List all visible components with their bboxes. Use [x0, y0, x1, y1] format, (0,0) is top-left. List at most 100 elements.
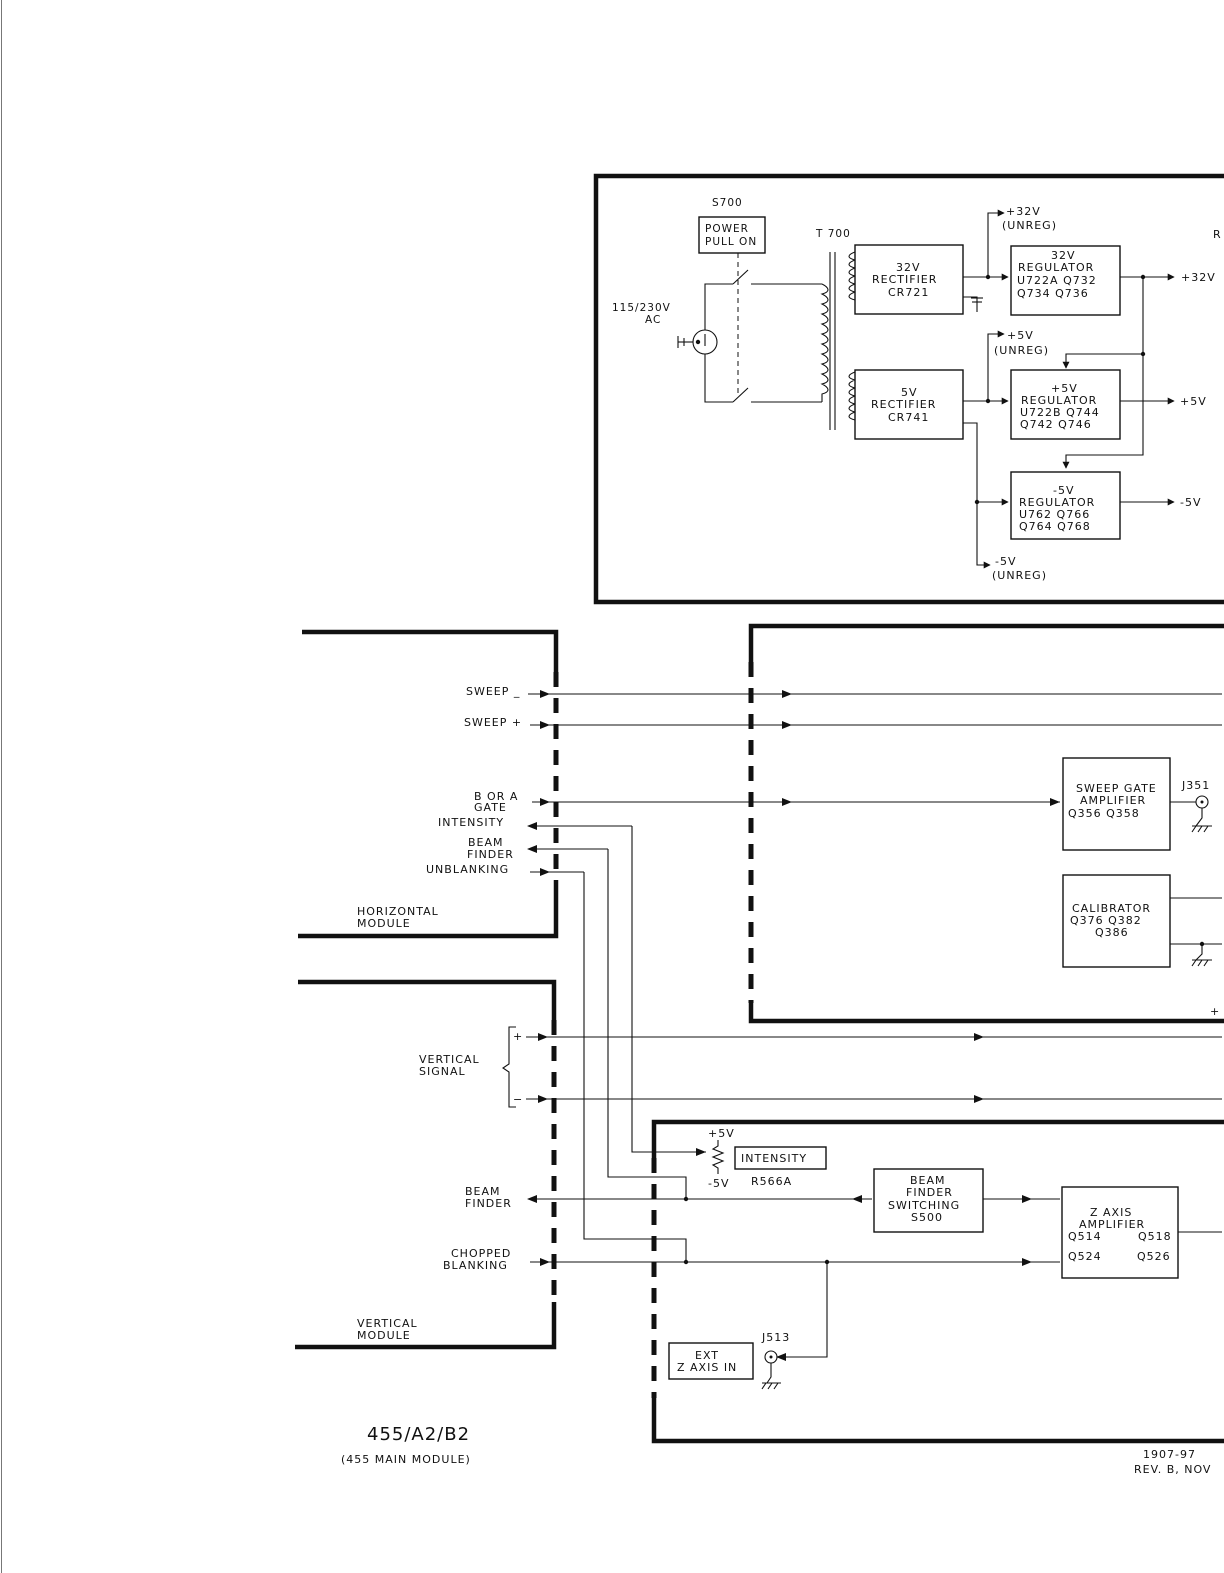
s700-label: S700: [712, 197, 743, 209]
pull-on-label: PULL ON: [705, 236, 757, 248]
unreg5p-note: (UNREG): [994, 344, 1049, 357]
edge-r-label: R: [1213, 228, 1222, 241]
ext-z-axis-in-box: [668, 1342, 754, 1380]
reg5n-voltage: -5V: [1053, 484, 1075, 497]
vertical-module-label-1: VERTICAL: [357, 1317, 418, 1330]
rect32-voltage: 32V: [896, 261, 921, 274]
bfs-label-3: SWITCHING: [888, 1199, 960, 1212]
zaa-label-1: Z AXIS: [1090, 1206, 1132, 1219]
r566a-label: R566A: [751, 1175, 792, 1188]
blanking-label: BLANKING: [443, 1259, 508, 1272]
beam-finder-switching-box: [873, 1168, 984, 1233]
module-note: (455 MAIN MODULE): [341, 1453, 471, 1466]
beam-finder-h-label-1: BEAM: [468, 836, 504, 849]
zaa-part-4: Q526: [1137, 1250, 1171, 1263]
drawing-number: 1907-97: [1143, 1448, 1196, 1461]
minus5-label: -5V: [708, 1177, 730, 1190]
j513-label: J513: [761, 1331, 790, 1344]
revision-label: REV. B, NOV: [1134, 1463, 1211, 1476]
beam-finder-v-label-2: FINDER: [465, 1197, 512, 1210]
sga-label-3: Q356 Q358: [1068, 807, 1140, 820]
reg5p-parts-a: U722B Q744: [1020, 406, 1100, 419]
unreg5n-note: (UNREG): [992, 569, 1047, 582]
intensity-control-label: INTENSITY: [741, 1152, 807, 1165]
transformer-secondary-5v: [848, 371, 857, 421]
zaa-part-1: Q514: [1068, 1230, 1102, 1243]
plus5-label: +5V: [708, 1127, 735, 1140]
sweep-gate-amplifier-box: [1062, 757, 1171, 851]
out5n-label: -5V: [1180, 496, 1202, 509]
ext-label: EXT: [695, 1349, 719, 1362]
potentiometer-icon: [711, 1140, 725, 1174]
horizontal-section: SWEEP _ SWEEP + B OR A GATE SWEEP GATE A…: [298, 623, 1224, 1024]
sweep-minus-label: SWEEP _: [466, 685, 520, 698]
out5p-label: +5V: [1180, 395, 1207, 408]
unreg5n-label: -5V: [995, 555, 1017, 568]
zaa-part-2: Q518: [1138, 1230, 1172, 1243]
zaa-label-2: AMPLIFIER: [1079, 1218, 1145, 1231]
transformer-primary: [820, 283, 829, 402]
power-label: POWER: [705, 223, 749, 235]
regulator-32v-box: [1010, 245, 1121, 316]
rect32-ref: CR721: [888, 286, 929, 299]
chopped-label: CHOPPED: [451, 1247, 511, 1260]
reg32-voltage: 32V: [1051, 249, 1076, 262]
vertical-signal-label-1: VERTICAL: [419, 1053, 480, 1066]
unreg32-note: (UNREG): [1002, 219, 1057, 232]
model-label: 455/A2/B2: [367, 1424, 470, 1445]
regulator-plus5v-box: [1010, 369, 1121, 440]
unreg5p-label: +5V: [1007, 329, 1034, 342]
intensity-control-box: [734, 1146, 827, 1170]
reg5n-parts-a: U762 Q766: [1019, 508, 1090, 521]
horizontal-module-label-2: MODULE: [357, 917, 411, 930]
z-axis-section: +5V -5V INTENSITY R566A BEAM FINDER BEAM…: [357, 826, 1224, 1444]
t700-label: T 700: [815, 228, 851, 240]
bfs-label-1: BEAM: [910, 1174, 946, 1187]
beam-finder-v-label-1: BEAM: [465, 1185, 501, 1198]
unreg32-label: +32V: [1006, 205, 1041, 218]
gate-label: GATE: [474, 801, 507, 814]
cal-label-2: Q376 Q382: [1070, 914, 1142, 927]
calibrator-box: [1062, 874, 1171, 968]
b-or-a-label: B OR A: [474, 790, 518, 803]
rect5-ref: CR741: [888, 411, 929, 424]
reg32-label: REGULATOR: [1018, 261, 1094, 274]
reg5n-label: REGULATOR: [1019, 496, 1095, 509]
power-switch-box: [698, 216, 766, 254]
sweep-plus-label: SWEEP +: [464, 716, 522, 729]
horizontal-module-label-1: HORIZONTAL: [357, 905, 439, 918]
reg5p-parts-b: Q742 Q746: [1020, 418, 1092, 431]
edge-plus-label: +: [1210, 1005, 1220, 1018]
vertical-module-label-2: MODULE: [357, 1329, 411, 1342]
ac-input-label: 115/230V: [612, 302, 671, 314]
regulator-minus5v-box: [1010, 471, 1121, 540]
reg32-parts-b: Q734 Q736: [1017, 287, 1089, 300]
reg5p-voltage: +5V: [1051, 382, 1078, 395]
unblanking-label: UNBLANKING: [426, 863, 509, 876]
bfs-label-2: FINDER: [906, 1186, 953, 1199]
vertical-plus-label: +: [513, 1030, 523, 1043]
ac-label: AC: [645, 314, 661, 326]
out32-label: +32V: [1181, 271, 1216, 284]
z-axis-in-label: Z AXIS IN: [677, 1361, 737, 1374]
bfs-label-4: S500: [911, 1211, 943, 1224]
cal-label-3: Q386: [1095, 926, 1129, 939]
rect5-label: RECTIFIER: [871, 398, 936, 411]
sga-label-2: AMPLIFIER: [1080, 794, 1146, 807]
intensity-label: INTENSITY: [438, 816, 504, 829]
vertical-signal-label-2: SIGNAL: [419, 1065, 466, 1078]
rectifier-5v-box: [854, 369, 964, 440]
vertical-signal-section: VERTICAL SIGNAL + −: [295, 979, 1222, 1350]
vertical-minus-label: −: [513, 1093, 523, 1106]
rect5-voltage: 5V: [901, 386, 918, 399]
power-supply-section: S700 POWER PULL ON 115/230V AC T 700 32V…: [593, 173, 1224, 605]
sga-label-1: SWEEP GATE: [1076, 782, 1157, 795]
reg5n-parts-b: Q764 Q768: [1019, 520, 1091, 533]
rectifier-32v-box: [854, 244, 964, 315]
zaa-part-3: Q524: [1068, 1250, 1102, 1263]
transformer-secondary-32v: [848, 251, 857, 301]
j351-label: J351: [1181, 779, 1210, 792]
rect32-label: RECTIFIER: [872, 273, 937, 286]
reg32-parts-a: U722A Q732: [1017, 274, 1097, 287]
